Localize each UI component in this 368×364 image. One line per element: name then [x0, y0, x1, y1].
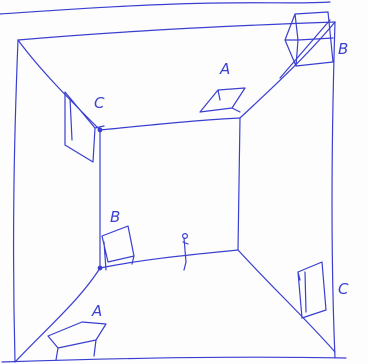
top-edge-stroke: [0, 2, 330, 14]
persp-top-left: [18, 40, 100, 130]
outer-frame-bottom: [2, 357, 346, 362]
center-figure: [183, 238, 188, 270]
label-floor-front-left: A: [91, 302, 102, 320]
label-corner-top-right: B: [338, 40, 348, 58]
outer-frame-right: [332, 22, 335, 358]
label-wall-left: B: [110, 208, 120, 226]
label-ceiling-center: A: [219, 60, 230, 78]
persp-bottom-right: [238, 250, 335, 352]
label-ceiling-left: C: [94, 94, 105, 112]
right-wall-panel-c: [298, 262, 326, 318]
label-wall-right: C: [338, 280, 349, 298]
outer-frame-top: [18, 22, 335, 40]
center-figure-head: [183, 234, 188, 239]
floor-panel-a: [48, 322, 106, 360]
corner-box-b: [285, 12, 333, 66]
outer-frame-left: [14, 40, 18, 362]
ceiling-light-a: [200, 88, 245, 112]
corner-dot-left-bottom: [98, 266, 102, 270]
back-wall: [100, 118, 240, 268]
corner-box-b-diagonal: [280, 20, 330, 78]
corner-dot-left-top: [98, 128, 102, 132]
